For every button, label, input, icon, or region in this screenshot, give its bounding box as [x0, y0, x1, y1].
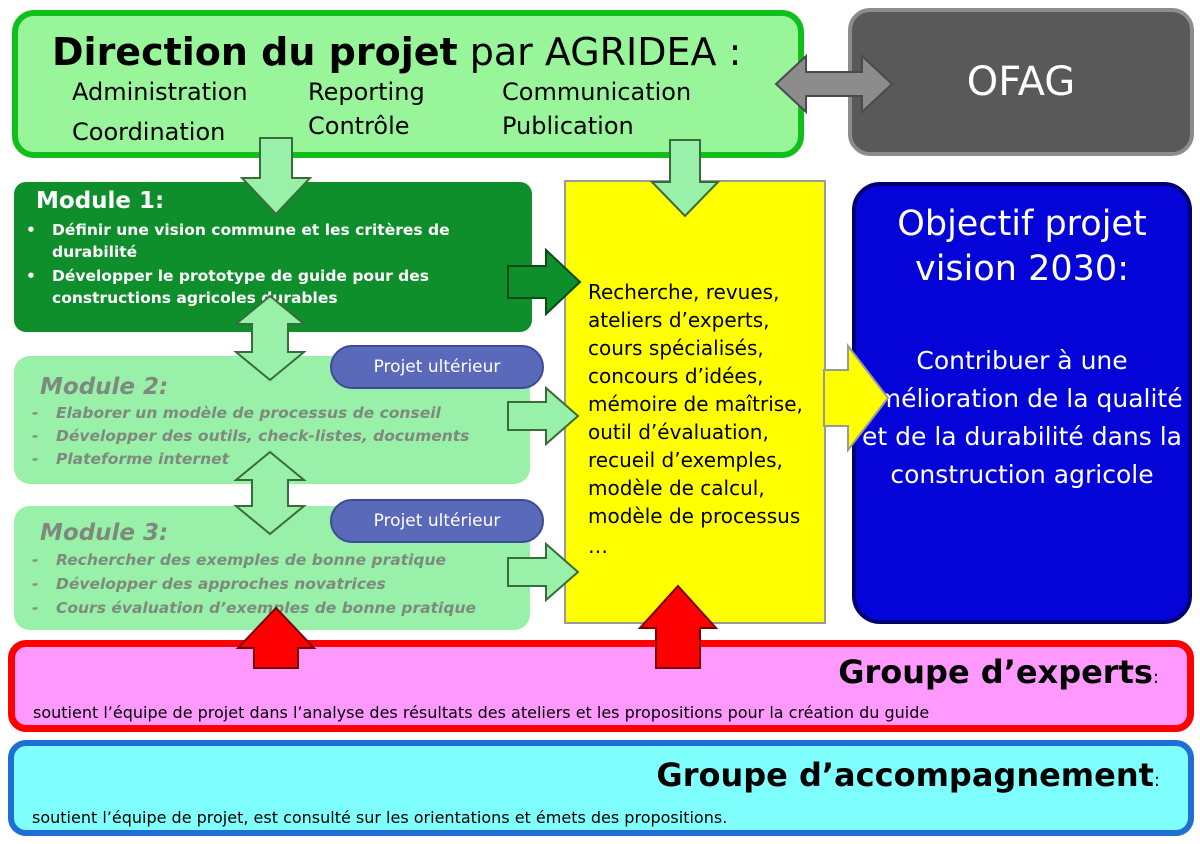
- module-3-item: Cours évaluation d’exemples de bonne pra…: [56, 599, 476, 617]
- experts-group-box: Groupe d’experts: soutient l’équipe de p…: [8, 640, 1194, 732]
- direction-item-publication: Publication: [502, 112, 634, 140]
- bullet-icon: •: [26, 267, 36, 285]
- module-2-item: Elaborer un modèle de processus de conse…: [56, 404, 441, 422]
- direction-item-administration: Administration: [72, 78, 248, 106]
- direction-item-communication: Communication: [502, 78, 692, 106]
- dash-icon: -: [32, 575, 39, 593]
- module-1-box: Module 1: • Définir une vision commune e…: [14, 182, 532, 332]
- research-line: recueil d’exemples,: [588, 448, 783, 472]
- dash-icon: -: [32, 551, 39, 569]
- module-2-item: Développer des outils, check-listes, doc…: [56, 427, 470, 445]
- research-line: modèle de calcul,: [588, 476, 765, 500]
- projet-ulterieur-badge: Projet ultérieur: [330, 499, 544, 543]
- projet-ulterieur-badge: Projet ultérieur: [330, 345, 544, 389]
- objective-box: Objectif projet vision 2030: Contribuer …: [852, 182, 1192, 624]
- experts-title: Groupe d’experts:: [838, 653, 1159, 691]
- experts-text: soutient l’équipe de projet dans l’analy…: [33, 703, 930, 722]
- research-line: modèle de processus: [588, 504, 801, 528]
- accompagnement-text: soutient l’équipe de projet, est consult…: [32, 808, 728, 827]
- direction-box: Direction du projet par AGRIDEA : Admini…: [12, 10, 804, 158]
- research-line: mémoire de maîtrise,: [588, 392, 803, 416]
- module-3-item: Rechercher des exemples de bonne pratiqu…: [56, 551, 447, 569]
- accompagnement-group-box: Groupe d’accompagnement: soutient l’équi…: [8, 740, 1194, 836]
- dash-icon: -: [32, 450, 39, 468]
- ofag-box: OFAG: [848, 8, 1194, 156]
- research-line: concours d’idées,: [588, 364, 764, 388]
- dash-icon: -: [32, 404, 39, 422]
- module-1-bullet-2: Développer le prototype de guide pour de…: [52, 267, 429, 307]
- module-3-item: Développer des approches novatrices: [56, 575, 386, 593]
- module-2-title: Module 2:: [40, 374, 169, 400]
- module-1-bullet-1: Définir une vision commune et les critèr…: [52, 221, 450, 261]
- research-line: …: [588, 534, 608, 558]
- objective-title: Objectif projet vision 2030:: [897, 204, 1147, 289]
- module-2-item: Plateforme internet: [56, 450, 230, 468]
- direction-title: Direction du projet par AGRIDEA :: [52, 30, 742, 74]
- research-line: outil d’évaluation,: [588, 420, 769, 444]
- accompagnement-title: Groupe d’accompagnement:: [656, 756, 1160, 794]
- module-1-title: Module 1:: [36, 188, 165, 214]
- direction-item-reporting: Reporting: [308, 78, 425, 106]
- research-box: Recherche, revues, ateliers d’experts, c…: [564, 180, 826, 624]
- bullet-icon: •: [26, 221, 36, 239]
- module-3-title: Module 3:: [40, 520, 169, 546]
- dash-icon: -: [32, 427, 39, 445]
- ofag-label: OFAG: [966, 59, 1076, 105]
- research-line: Recherche, revues,: [588, 280, 780, 304]
- research-line: ateliers d’experts,: [588, 308, 770, 332]
- research-line: cours spécialisés,: [588, 336, 764, 360]
- direction-item-coordination: Coordination: [72, 118, 226, 146]
- direction-item-controle: Contrôle: [308, 112, 410, 140]
- dash-icon: -: [32, 599, 39, 617]
- objective-text: Contribuer à une amélioration de la qual…: [861, 346, 1183, 489]
